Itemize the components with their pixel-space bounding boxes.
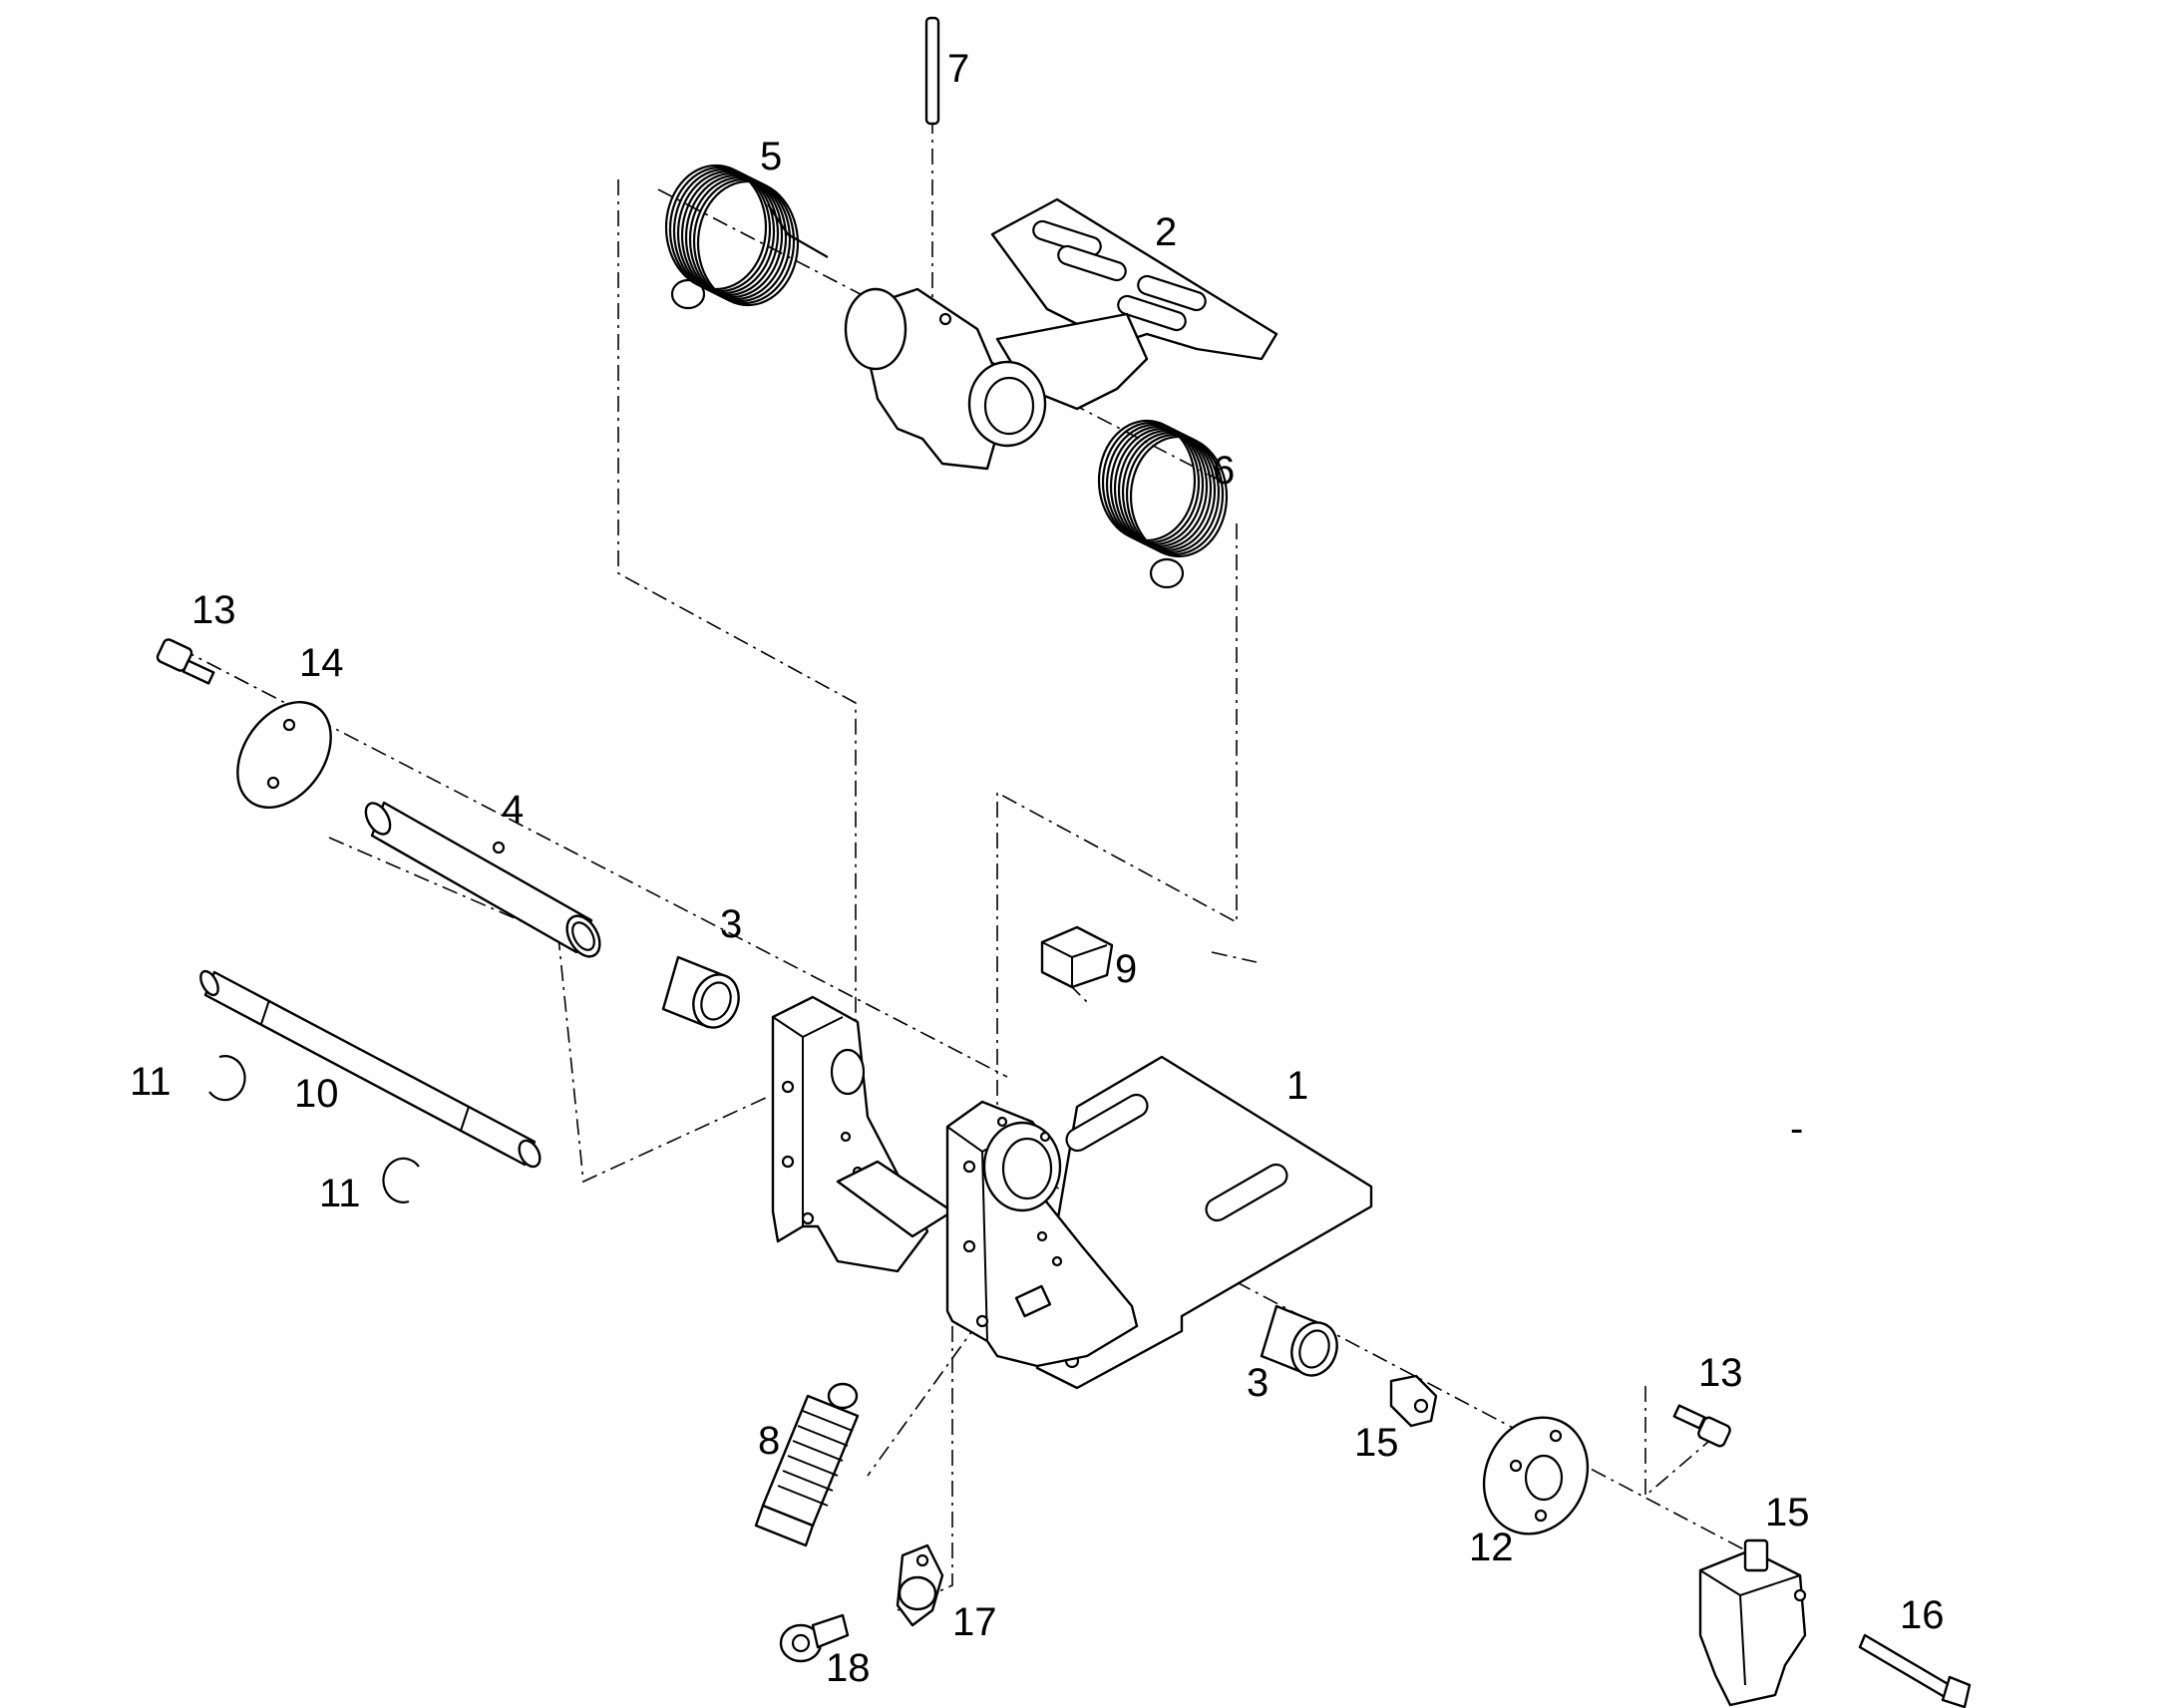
part-8-threaded-spring xyxy=(754,1382,860,1547)
callout-13-lower: 13 xyxy=(1698,1351,1743,1395)
callout-3-lower: 3 xyxy=(1247,1361,1269,1405)
callout-4: 4 xyxy=(502,788,524,832)
part-18-screw xyxy=(779,1613,850,1663)
callout-labels: 1 2 3 3 4 5 6 7 8 9 10 11 11 12 13 13 14… xyxy=(130,47,1945,1690)
callout-9: 9 xyxy=(1115,947,1137,991)
callout-6: 6 xyxy=(1213,449,1235,493)
part-13-screw-right xyxy=(1672,1404,1731,1448)
callout-12: 12 xyxy=(1469,1526,1514,1569)
part-16-long-bolt xyxy=(1858,1633,1972,1708)
callout-5: 5 xyxy=(760,135,782,178)
callout-15-upper: 15 xyxy=(1354,1421,1399,1465)
part-15-small-clamp xyxy=(1389,1374,1438,1428)
callout-17: 17 xyxy=(952,1600,997,1644)
assembly-centerlines xyxy=(179,25,1756,1611)
callout-14: 14 xyxy=(299,641,344,685)
part-17-cable-clamp xyxy=(896,1543,944,1627)
part-11-e-clip-lower xyxy=(382,1157,420,1203)
callout-1: 1 xyxy=(1286,1064,1308,1108)
part-6-torsion-spring xyxy=(1097,419,1229,589)
part-10-long-shaft xyxy=(199,969,542,1169)
part-15-switch-block xyxy=(1698,1538,1807,1707)
callout-16: 16 xyxy=(1900,1593,1945,1637)
callout-3-upper: 3 xyxy=(720,902,742,946)
part-5-torsion-spring xyxy=(664,164,829,310)
part-2-pedal-lever xyxy=(844,197,1278,471)
part-3-bushing-upper xyxy=(661,955,740,1029)
callout-13-upper: 13 xyxy=(191,588,236,632)
part-12-flange-disc xyxy=(1482,1416,1590,1536)
part-1-base-plate xyxy=(771,995,1373,1390)
part-7-pin xyxy=(924,16,940,126)
callout-11-lower: 11 xyxy=(319,1172,361,1215)
part-3-bushing-lower xyxy=(1260,1304,1338,1377)
part-4-shaft-tube xyxy=(364,801,601,958)
callout-10: 10 xyxy=(294,1072,339,1116)
part-9-nut xyxy=(1040,925,1114,989)
callout-7: 7 xyxy=(947,47,969,91)
callout-8: 8 xyxy=(758,1419,780,1463)
stray-dash-mark: - xyxy=(1790,1107,1803,1151)
callout-2: 2 xyxy=(1155,210,1177,254)
part-11-e-clip-upper xyxy=(208,1055,246,1102)
part-13-screw-upper xyxy=(156,638,215,685)
callout-11-upper: 11 xyxy=(130,1060,172,1104)
callout-15-lower: 15 xyxy=(1765,1491,1810,1535)
part-14-cover-disc xyxy=(236,701,332,809)
callout-18: 18 xyxy=(826,1646,871,1690)
